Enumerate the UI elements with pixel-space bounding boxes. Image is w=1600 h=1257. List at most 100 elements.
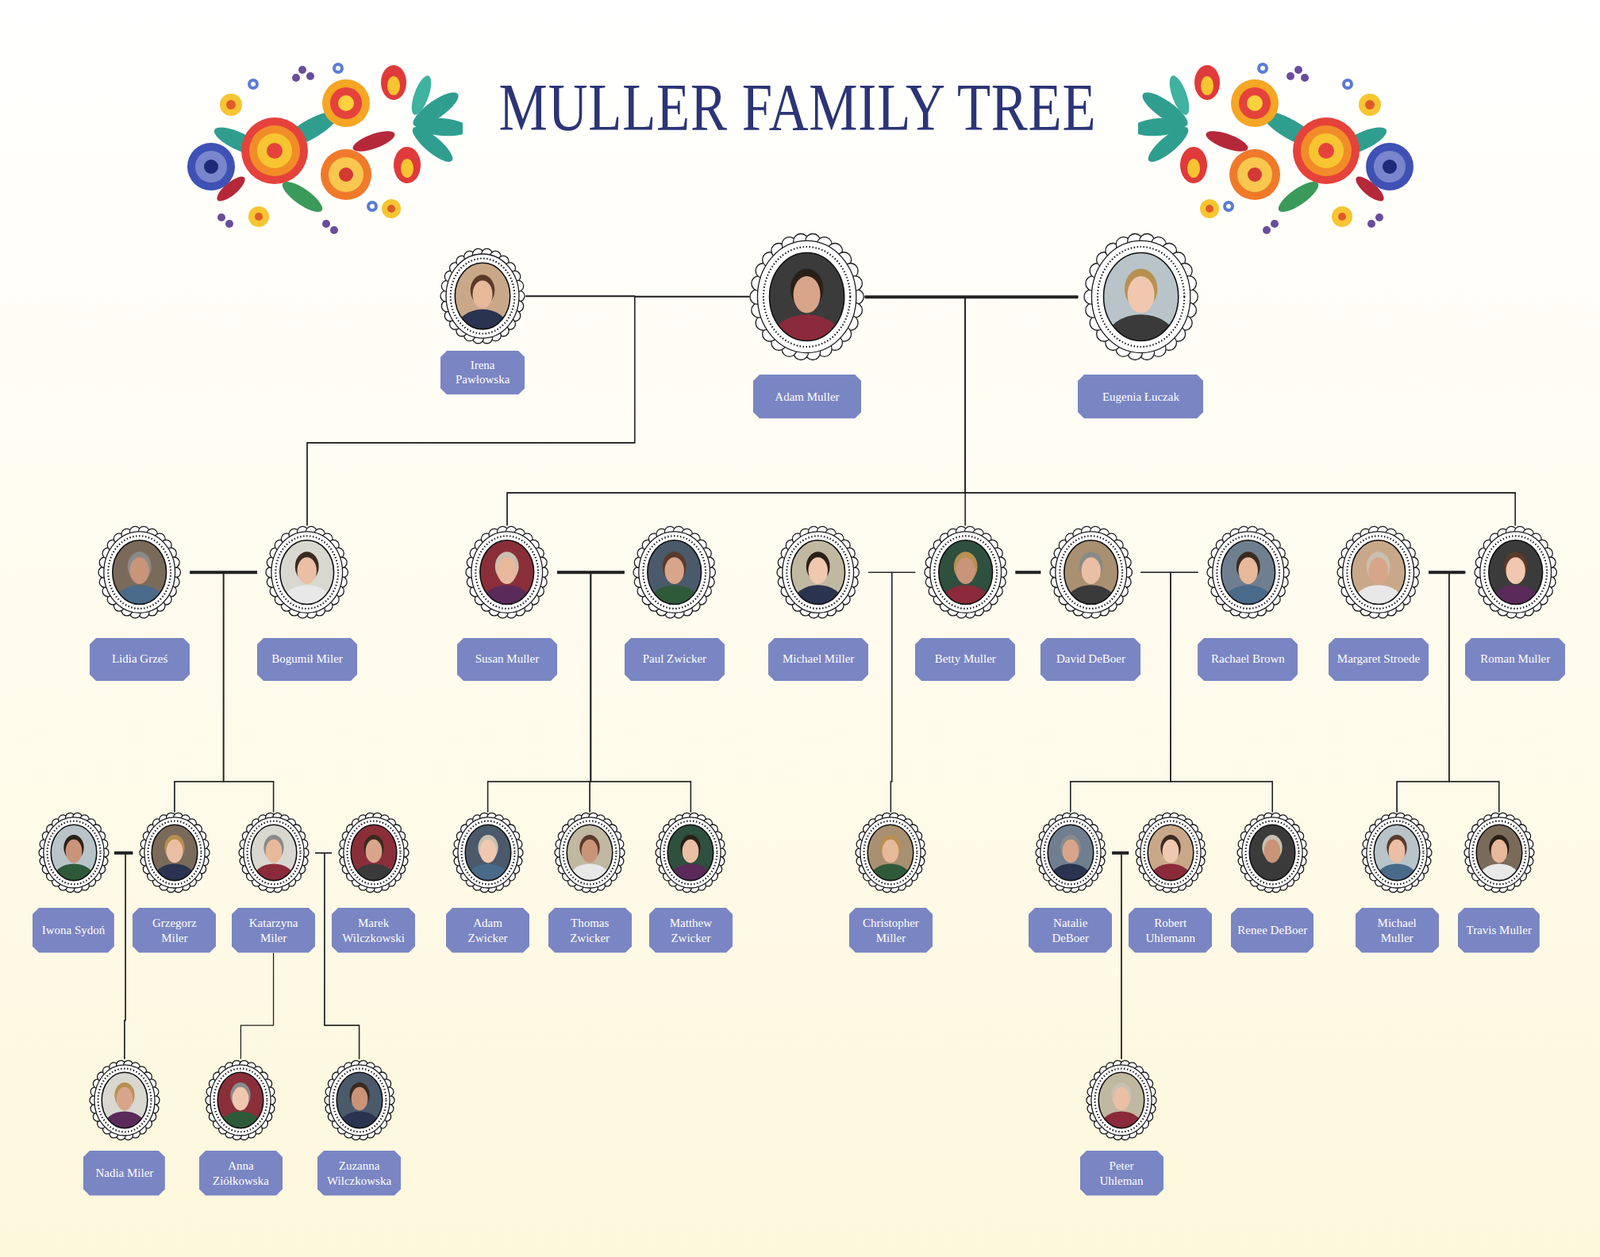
photo (923, 525, 1008, 620)
photo-face (297, 557, 317, 585)
photo-shoulders (1048, 864, 1093, 894)
photo-face (581, 839, 599, 864)
name-tag-fill (1080, 1150, 1164, 1197)
photo-rim (1103, 253, 1178, 342)
photo-rim (1373, 825, 1420, 881)
name-tag-fill (548, 907, 632, 954)
person-name: Adam Muller (774, 389, 839, 404)
photo-ground (1236, 811, 1308, 894)
relation-line (174, 572, 258, 812)
photo-ground (1049, 525, 1133, 620)
photo (1336, 525, 1420, 620)
name-tag: Bogumił Miler (257, 638, 358, 681)
name-tag-fill (1040, 638, 1141, 681)
relation-line (1396, 572, 1450, 812)
name-tag-shape (446, 907, 530, 954)
portrait-frame (1083, 232, 1199, 362)
photo-rim (50, 825, 97, 881)
relation-line (507, 296, 966, 526)
portrait-frame (1049, 525, 1133, 620)
photo-shoulders (465, 864, 510, 894)
person-name: Matthew Zwicker (655, 915, 727, 946)
name-tag: Katarzyna Miler (231, 907, 316, 954)
photo-ground (1034, 811, 1107, 894)
photo-ground (97, 525, 181, 620)
photo-ground (1085, 1059, 1158, 1142)
name-tag-fill (32, 907, 115, 954)
person-name: Robert Uhlemann (1134, 915, 1206, 946)
person-name: Eugenia Łuczak (1102, 389, 1180, 404)
relation-line (1121, 853, 1129, 1060)
name-tag-fill (915, 638, 1016, 681)
photo-shoulders (1105, 314, 1177, 362)
portrait-frame (632, 525, 716, 620)
photo-shoulders (251, 864, 296, 894)
person-name: Natalie DeBoer (1034, 915, 1106, 946)
relation-line (114, 853, 126, 1060)
name-tag-shape (231, 907, 316, 954)
name-tag-shape (649, 907, 733, 954)
photo-ground (338, 811, 410, 894)
person-card: Irena Pawłowska (439, 247, 526, 395)
photo-rim (769, 253, 845, 342)
photo-rim (938, 540, 993, 605)
photo (138, 811, 211, 894)
photo-face (232, 1086, 250, 1111)
name-tag: Margaret Stroede (1328, 638, 1429, 681)
name-tag: Travis Muller (1457, 907, 1540, 954)
photo (553, 811, 626, 894)
person-name: Katarzyna Miler (238, 915, 309, 946)
person-name: Iwona Sydoń (42, 923, 106, 938)
name-tag: Marek Wilczkowski (331, 907, 416, 954)
person-card: Michael Muller (1355, 811, 1439, 953)
portrait-frame (465, 525, 549, 620)
photo (1206, 525, 1290, 620)
person-card: Eugenia Łuczak (1077, 232, 1204, 420)
name-tag: Natalie DeBoer (1028, 907, 1112, 954)
name-tag-fill (768, 638, 869, 681)
person-card: Robert Uhlemann (1128, 811, 1212, 953)
photo (1361, 811, 1433, 894)
person-card: Iwona Sydoń (32, 811, 115, 953)
name-tag: Anna Ziółkowska (199, 1150, 283, 1197)
photo-shoulders (152, 864, 197, 894)
relation-line (557, 572, 591, 812)
photo-ground (632, 525, 716, 620)
photo-face (1113, 1086, 1131, 1111)
person-name: Lidia Grześ (111, 651, 168, 666)
photo-shoulders (351, 864, 396, 894)
person-card: Nadia Miler (83, 1059, 166, 1197)
photo-face (1388, 839, 1406, 864)
photo-face (665, 557, 685, 585)
folk-flower-ornament (1138, 53, 1418, 239)
relation-line (124, 853, 134, 1060)
person-card: Christopher Miller (849, 811, 933, 953)
portrait-frame (439, 247, 526, 345)
relation-line (965, 296, 1516, 526)
relation-line (174, 572, 224, 812)
person-name: Christopher Miller (855, 915, 927, 946)
portrait-frame (1463, 811, 1535, 894)
photo-rim (1064, 540, 1119, 605)
person-name: Rachael Brown (1211, 651, 1285, 666)
person-name: Michael Miller (782, 651, 854, 666)
name-tag: Rachael Brown (1197, 638, 1298, 681)
name-tag: Christopher Miller (849, 907, 933, 954)
photo-shoulders (1100, 1111, 1144, 1141)
portrait-frame (323, 1059, 396, 1142)
photo-ground (88, 1059, 161, 1142)
photo (1049, 525, 1133, 620)
portrait-frame (452, 811, 524, 894)
name-tag-fill (331, 907, 416, 954)
person-card: Natalie DeBoer (1028, 811, 1112, 953)
person-name: Irena Pawłowska (446, 357, 519, 388)
name-tag-fill (132, 907, 216, 954)
name-tag-fill (849, 907, 933, 954)
person-name: Roman Muller (1480, 651, 1550, 666)
photo-shoulders (114, 584, 166, 620)
portrait-frame (1085, 1059, 1158, 1142)
photo-ground (654, 811, 727, 894)
photo-shoulders (456, 309, 509, 345)
person-card: Peter Uhleman (1080, 1059, 1164, 1197)
photo-ground (204, 1059, 277, 1142)
